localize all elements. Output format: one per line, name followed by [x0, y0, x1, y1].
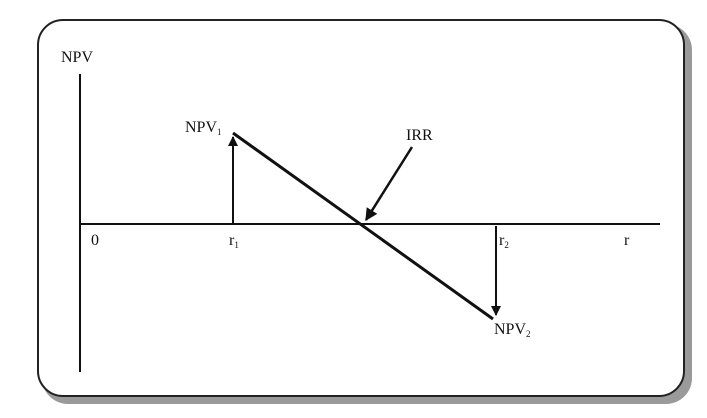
r2-label-sub: 2 [504, 240, 509, 250]
y-axis-label: NPV [61, 49, 93, 66]
r1-label-base: r [229, 232, 235, 249]
npv1-label-base: NPV [185, 119, 217, 136]
diagram-frame [37, 19, 685, 397]
npv1-label-sub: 1 [217, 127, 222, 137]
npv1-label: NPV1 [185, 119, 222, 137]
npv-profile-line [232, 131, 494, 321]
r2-label-base: r [499, 232, 505, 249]
x-axis-label: r [624, 232, 630, 249]
npv2-label-base: NPV [494, 321, 526, 338]
irr-arrow [364, 146, 414, 222]
irr-label: IRR [406, 127, 433, 144]
r1-label-sub: 1 [234, 240, 239, 250]
npv2-label: NPV2 [494, 321, 531, 339]
origin-label: 0 [91, 232, 99, 249]
r2-label: r2 [499, 232, 509, 250]
npv2-label-sub: 2 [526, 329, 531, 339]
r1-label: r1 [229, 232, 239, 250]
